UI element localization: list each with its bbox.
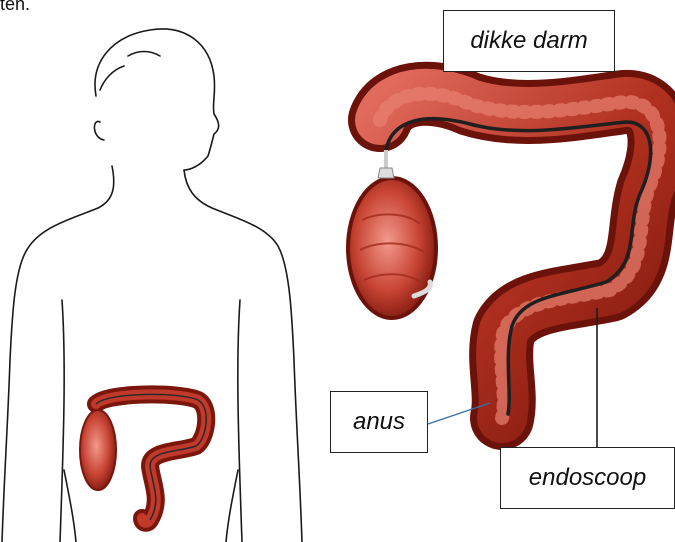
label-endoscoop: endoscoop [500,447,675,509]
large-colon-illustration [348,94,660,418]
label-dikke-darm: dikke darm [443,10,615,72]
small-colon-in-body [80,394,206,522]
label-anus: anus [330,391,428,453]
cecum [348,178,436,318]
